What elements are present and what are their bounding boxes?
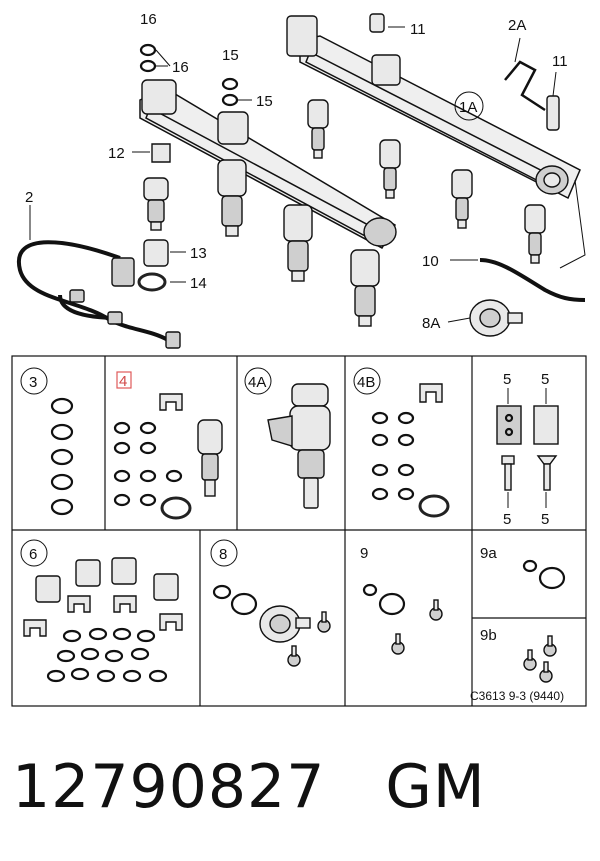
callout-2: 2: [25, 189, 33, 206]
kit-5-label-3: 5: [503, 511, 511, 528]
kit-5-label-2: 5: [541, 371, 549, 388]
callout-12: 12: [108, 145, 125, 162]
callout-2a: 2A: [508, 17, 526, 34]
kit-9a-label: 9a: [480, 545, 497, 562]
retaining-clip: [504, 60, 546, 112]
kit-3-label: 3: [29, 374, 37, 391]
kit-4b-label: 4B: [357, 374, 375, 391]
fitting-right: [546, 95, 560, 131]
callout-1a: 1A: [459, 99, 477, 116]
fuel-rail-front: [139, 79, 397, 250]
kit-5: 5 5 5 5: [496, 371, 559, 528]
kit-6-label: 6: [29, 546, 37, 563]
callout-13: 13: [190, 245, 207, 262]
callout-15-top: 15: [222, 47, 239, 64]
kit-4-label: 4: [119, 373, 127, 390]
kit-5-label-4: 5: [541, 511, 549, 528]
kit-4a-label: 4A: [248, 374, 266, 391]
kit-4a: 4A: [244, 367, 331, 509]
part-number: 12790827 GM: [12, 752, 486, 822]
kit-9: 9: [360, 545, 443, 655]
kit-5-label-1: 5: [503, 371, 511, 388]
part-number-value: 12790827: [12, 752, 326, 822]
callout-11-right: 11: [552, 53, 568, 70]
callout-8a: 8A: [422, 315, 440, 332]
kit-9a: 9a: [480, 545, 566, 590]
callout-1a-circle: [454, 91, 484, 121]
injectors-front: [217, 159, 380, 327]
kit-3: 3: [20, 367, 74, 516]
exploded-view: 16 16 15 15 11 2A 11 1A 12 2 13 14 10 8A: [16, 11, 586, 349]
kit-4b: 4B: [353, 367, 450, 518]
loose-parts-left: [137, 43, 239, 292]
injectors-rear: [307, 99, 546, 264]
kit-9b: 9b: [480, 627, 557, 683]
callout-10: 10: [422, 253, 439, 270]
kit-8-label: 8: [219, 546, 227, 563]
kit-4: 4: [113, 371, 223, 520]
callout-16-side: 16: [172, 59, 189, 76]
callout-11-top: 11: [410, 21, 426, 38]
callout-15-side: 15: [256, 93, 273, 110]
fuel-rail-rear: [286, 15, 581, 200]
callout-14: 14: [190, 275, 207, 292]
brand-name: GM: [385, 752, 486, 822]
leader-lines: [29, 26, 557, 323]
kit-9-label: 9: [360, 545, 368, 562]
kit-6: 6: [20, 539, 183, 683]
fitting-top: [369, 13, 385, 33]
kit-grid: [11, 355, 587, 707]
kit-9b-label: 9b: [480, 627, 497, 644]
kit-8: 8: [210, 539, 331, 667]
figure-code: C3613 9-3 (9440): [470, 689, 564, 703]
callout-16-top: 16: [140, 11, 157, 28]
wiring-harness: [16, 240, 181, 349]
pressure-regulator: [469, 299, 523, 337]
vacuum-hose: [479, 179, 586, 302]
